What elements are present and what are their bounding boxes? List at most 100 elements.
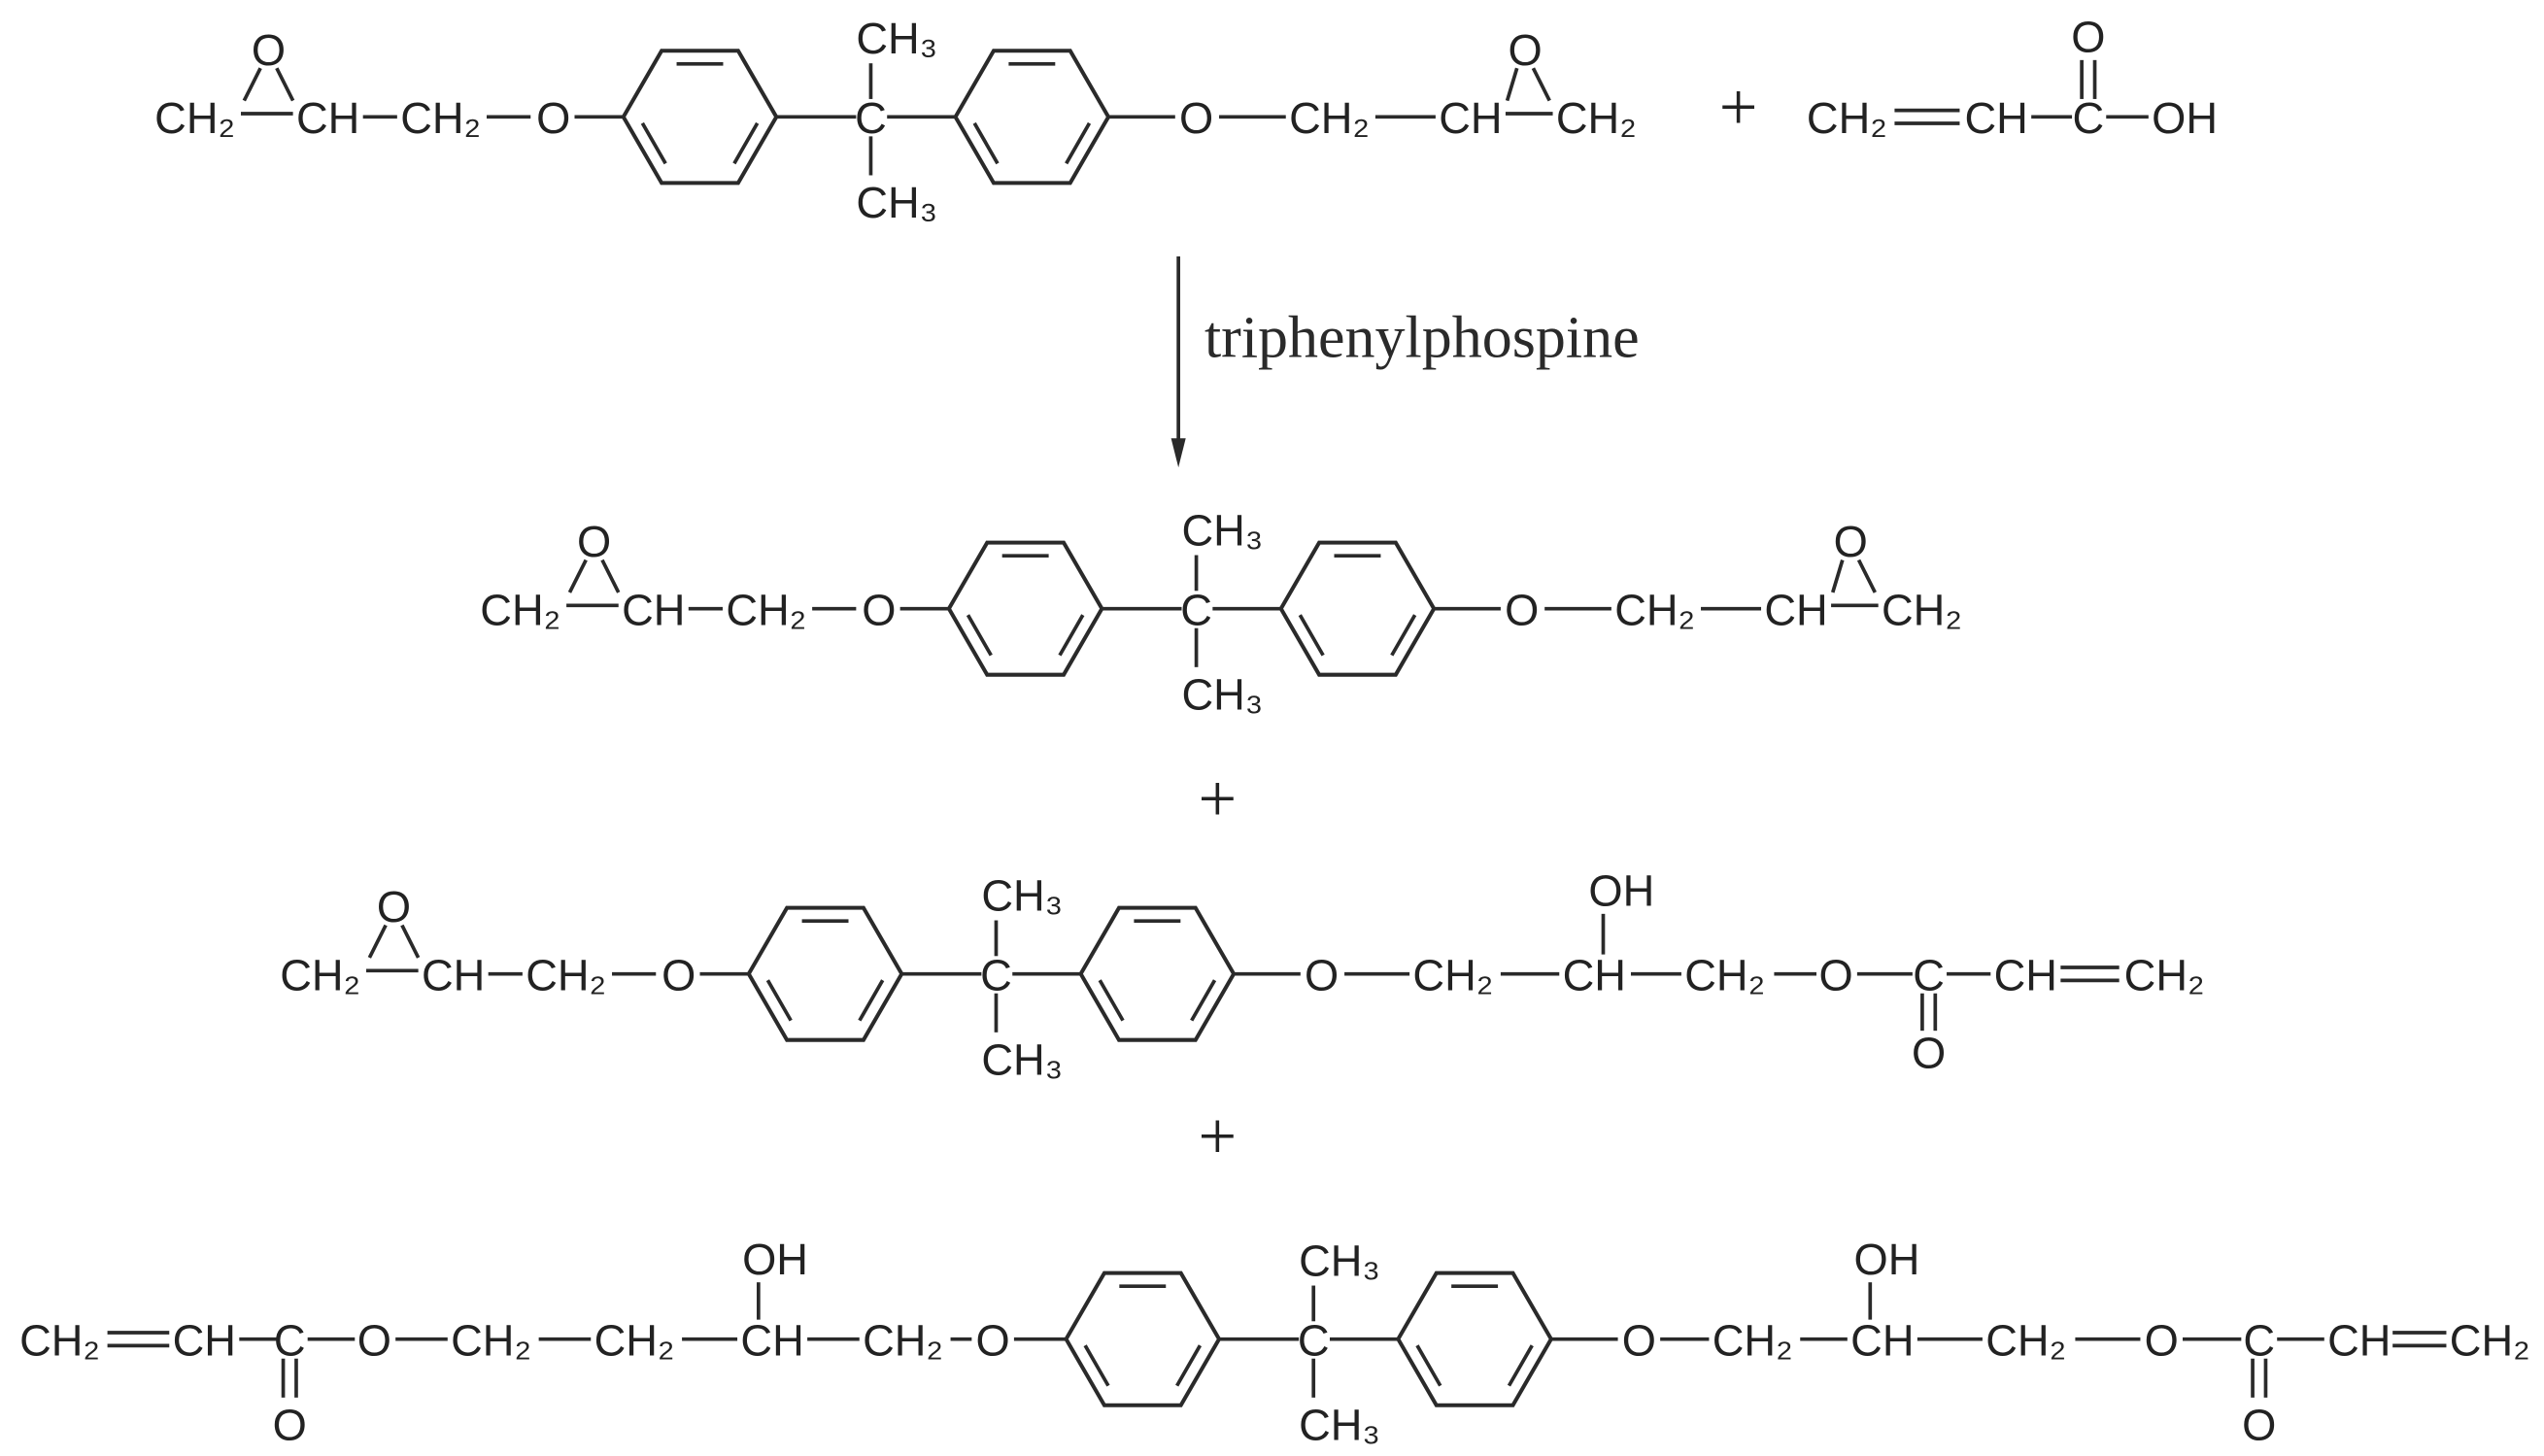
- epoxide-ch2-label: CH₂: [280, 950, 360, 999]
- methylene-label: CH₂: [726, 585, 806, 634]
- ether-oxygen-label: O: [1622, 1315, 1656, 1365]
- ester-oxygen-label: O: [1819, 950, 1853, 999]
- ring-double-bond: [1190, 979, 1217, 1022]
- methyl-top-label: CH₃: [856, 14, 937, 63]
- benzene-ring: [621, 49, 779, 186]
- plus-sign: +: [1199, 762, 1238, 837]
- methyl-bottom-label: CH₃: [1182, 669, 1264, 719]
- methyl-bottom-label: CH₃: [856, 178, 937, 227]
- ether-oxygen-label: O: [1179, 93, 1213, 143]
- vinyl-ch2-label: CH₂: [2450, 1315, 2530, 1365]
- benzene-ring: [946, 540, 1104, 677]
- methylene-label: CH₂: [594, 1315, 675, 1365]
- vinyl-ch-label: CH: [1994, 950, 2057, 999]
- hydroxy-acrylate-chain: CH₂ CH OH CH₂ O C O CH CH₂: [1344, 866, 2205, 1078]
- ring-double-bond: [1390, 614, 1417, 657]
- quaternary-carbon-label: C: [1180, 585, 1212, 634]
- ether-oxygen-label: O: [536, 93, 570, 143]
- product-diepoxide: CH₂ O CH CH₂ O C CH₃ CH₃ O: [480, 506, 1962, 720]
- methylene-label: CH₂: [1985, 1315, 2066, 1365]
- quaternary-carbon-label: C: [855, 93, 887, 143]
- ring-double-bond: [1298, 614, 1325, 657]
- reactant-acrylic-acid: CH₂ CH C O OH: [1807, 13, 2218, 143]
- ring-double-bond: [732, 121, 760, 165]
- methyl-top-label: CH₃: [1182, 506, 1264, 556]
- ring-double-bond: [1507, 1344, 1534, 1387]
- epoxide-ch-label: CH: [296, 93, 359, 143]
- methylene-label: CH₂: [451, 1315, 531, 1365]
- ring-double-bond: [972, 121, 1000, 165]
- bisphenol-core: C CH₃ CH₃: [746, 871, 1237, 1084]
- methylene-label: CH₂: [1289, 93, 1370, 143]
- epoxide-oxygen-label: O: [377, 882, 411, 931]
- bisphenol-core: C CH₃ CH₃: [946, 506, 1437, 719]
- epoxide-oxygen-label: O: [577, 517, 611, 566]
- quaternary-carbon-label: C: [1298, 1315, 1330, 1365]
- benzene-ring: [953, 49, 1111, 186]
- methylene-label: CH₂: [1684, 950, 1765, 999]
- product-monoacrylate: CH₂ O CH CH₂ O C CH₃ CH₃: [280, 866, 2204, 1085]
- methylene-label: CH₂: [400, 93, 481, 143]
- ester-oxygen-label: O: [2145, 1315, 2179, 1365]
- vinyl-ch2-label: CH₂: [2124, 950, 2205, 999]
- methine-label: CH: [1850, 1315, 1914, 1365]
- benzene-ring: [1396, 1270, 1554, 1407]
- vinyl-ch2-label: CH₂: [19, 1315, 100, 1365]
- epoxide-ch2-label: CH₂: [154, 93, 235, 143]
- hydroxyl-label: OH: [1588, 866, 1654, 916]
- ring-double-bond: [1083, 1344, 1110, 1387]
- bisphenol-core: C CH₃ CH₃: [1064, 1236, 1554, 1449]
- epoxide-co-bond: [567, 559, 588, 593]
- catalyst-label: triphenylphospine: [1204, 305, 1640, 371]
- carbonyl-carbon-label: C: [1913, 950, 1945, 999]
- ring-double-bond: [765, 979, 793, 1022]
- plus-sign: +: [1199, 1099, 1238, 1174]
- benzene-ring: [1078, 905, 1237, 1042]
- vinyl-ch2-label: CH₂: [1807, 93, 1887, 143]
- ether-oxygen-label: O: [1305, 950, 1339, 999]
- carbonyl-oxygen-label: O: [2071, 13, 2105, 62]
- methylene-label: CH₂: [1614, 585, 1695, 634]
- epoxide-co-bond: [367, 924, 388, 959]
- hydroxyl-label: OH: [742, 1235, 808, 1284]
- ester-oxygen-label: O: [357, 1315, 391, 1365]
- methyl-bottom-label: CH₃: [1299, 1400, 1380, 1449]
- epoxide-ch2-label: CH₂: [1556, 93, 1637, 143]
- carbonyl-carbon-label: C: [2243, 1315, 2275, 1365]
- methine-label: CH: [1563, 950, 1626, 999]
- epoxide-co-bond: [1531, 67, 1551, 102]
- vinyl-ch-label: CH: [173, 1315, 236, 1365]
- epoxide-co-bond: [400, 924, 421, 959]
- arrow-head-icon: [1170, 438, 1186, 468]
- product-diacrylate: CH₂ CH C O O CH₂ CH₂ CH OH CH₂ O: [19, 1235, 2530, 1449]
- benzene-ring: [1064, 1270, 1222, 1407]
- benzene-ring: [1278, 540, 1437, 677]
- ether-oxygen-label: O: [862, 585, 896, 634]
- ring-double-bond: [1058, 614, 1085, 657]
- ring-double-bond: [1065, 121, 1092, 165]
- methylene-label: CH₂: [526, 950, 606, 999]
- epoxide-co-bond: [600, 559, 621, 593]
- ring-double-bond: [1098, 979, 1125, 1022]
- epoxide-ch-label: CH: [1439, 93, 1502, 143]
- hydroxyl-label: OH: [2152, 93, 2218, 143]
- methyl-top-label: CH₃: [1299, 1236, 1380, 1286]
- epoxide-ch-label: CH: [1764, 585, 1827, 634]
- epoxy-bisphenol-segment: CH₂ O CH CH₂ O C CH₃ CH₃: [280, 871, 1339, 1085]
- carbonyl-oxygen-label: O: [273, 1400, 307, 1449]
- ring-double-bond: [966, 614, 993, 657]
- ether-oxygen-label: O: [661, 950, 695, 999]
- epoxide-oxygen-label: O: [1508, 25, 1542, 75]
- carbonyl-oxygen-label: O: [1912, 1029, 1946, 1078]
- methylene-label: CH₂: [863, 1315, 943, 1365]
- carbonyl-oxygen-label: O: [2242, 1400, 2276, 1449]
- carbonyl-carbon-label: C: [274, 1315, 306, 1365]
- ether-oxygen-label: O: [976, 1315, 1010, 1365]
- epoxide-co-bond: [242, 67, 262, 102]
- left-hydroxy-acrylate-chain: CH₂ CH C O O CH₂ CH₂ CH OH CH₂ O: [19, 1235, 1067, 1449]
- reactant-diepoxide: CH₂ O CH CH₂ O C CH₃ CH₃ O: [154, 14, 1637, 227]
- plus-sign: +: [1719, 70, 1758, 146]
- vinyl-ch-label: CH: [2327, 1315, 2391, 1365]
- epoxide-oxygen-label: O: [252, 25, 286, 75]
